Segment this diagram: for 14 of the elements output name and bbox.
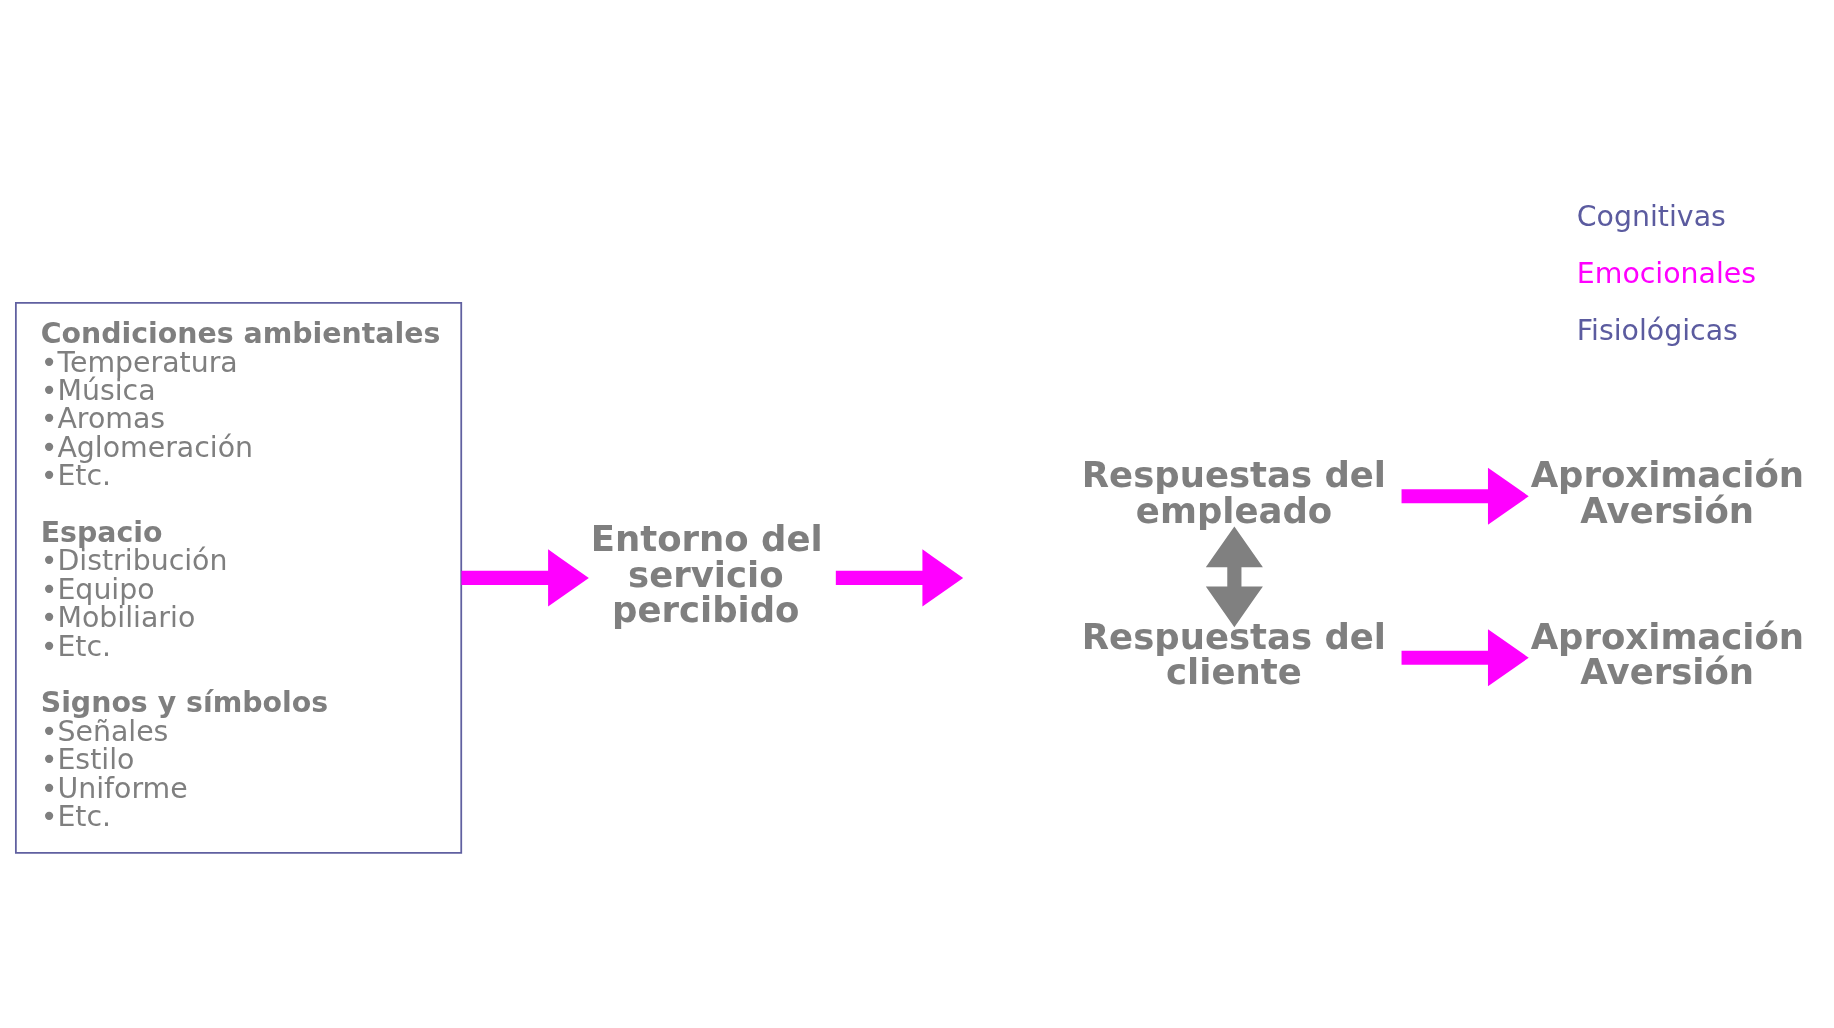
arrow	[1401, 629, 1529, 687]
node-text: Respuestas del empleado	[1081, 454, 1387, 531]
node-box: Condiciones ambientales •Temperatura •Música •Aromas •Aglomeración •Etc. Espacio •Distribución •Equipo •Mobiliario •Etc. Signos y símbolos •Señales •Estilo •Uniforme •Etc.	[15, 301, 463, 854]
arrow	[1205, 526, 1263, 628]
node-text: Aproximación Aversión	[1530, 454, 1805, 531]
arrow	[835, 549, 964, 607]
label: Cognitivas	[1576, 200, 1726, 234]
node-text: Entorno del servicio percibido	[590, 518, 823, 631]
label: Fisiológicas	[1576, 313, 1738, 347]
label: Emocionales	[1576, 256, 1757, 290]
node-text: Aproximación Aversión	[1530, 615, 1805, 693]
node-text: Respuestas del cliente	[1081, 615, 1387, 693]
arrow	[1401, 467, 1529, 525]
arrow	[461, 549, 589, 607]
